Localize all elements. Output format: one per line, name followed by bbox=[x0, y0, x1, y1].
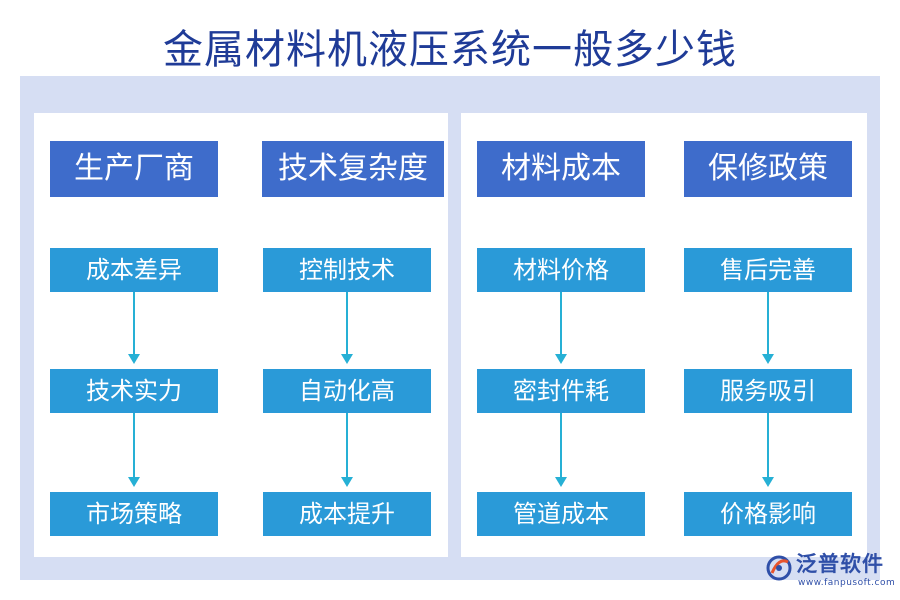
arrow bbox=[555, 292, 567, 364]
node-cost-difference: 成本差异 bbox=[50, 248, 218, 292]
node-market-strategy: 市场策略 bbox=[50, 492, 218, 536]
logo-name: 泛普软件 bbox=[796, 552, 884, 576]
arrow bbox=[341, 292, 353, 364]
node-high-automation: 自动化高 bbox=[263, 369, 431, 413]
arrow bbox=[341, 413, 353, 487]
arrow bbox=[555, 413, 567, 487]
fanpu-logo-icon bbox=[766, 555, 792, 581]
arrow bbox=[128, 292, 140, 364]
logo-url: www.fanpusoft.com bbox=[798, 578, 896, 588]
node-after-sales: 售后完善 bbox=[684, 248, 852, 292]
column-header-material-cost: 材料成本 bbox=[477, 141, 645, 197]
arrow bbox=[762, 413, 774, 487]
node-material-price: 材料价格 bbox=[477, 248, 645, 292]
arrow bbox=[128, 413, 140, 487]
column-header-manufacturer: 生产厂商 bbox=[50, 141, 218, 197]
node-cost-increase: 成本提升 bbox=[263, 492, 431, 536]
node-price-impact: 价格影响 bbox=[684, 492, 852, 536]
node-seal-consumption: 密封件耗 bbox=[477, 369, 645, 413]
diagram-title: 金属材料机液压系统一般多少钱 bbox=[163, 27, 737, 73]
brand-logo: 泛普软件 www.fanpusoft.com bbox=[764, 551, 896, 591]
arrow bbox=[762, 292, 774, 364]
column-header-tech-complexity: 技术复杂度 bbox=[262, 141, 444, 197]
column-header-warranty-policy: 保修政策 bbox=[684, 141, 852, 197]
node-technical-strength: 技术实力 bbox=[50, 369, 218, 413]
node-pipeline-cost: 管道成本 bbox=[477, 492, 645, 536]
node-control-technology: 控制技术 bbox=[263, 248, 431, 292]
node-service-attraction: 服务吸引 bbox=[684, 369, 852, 413]
